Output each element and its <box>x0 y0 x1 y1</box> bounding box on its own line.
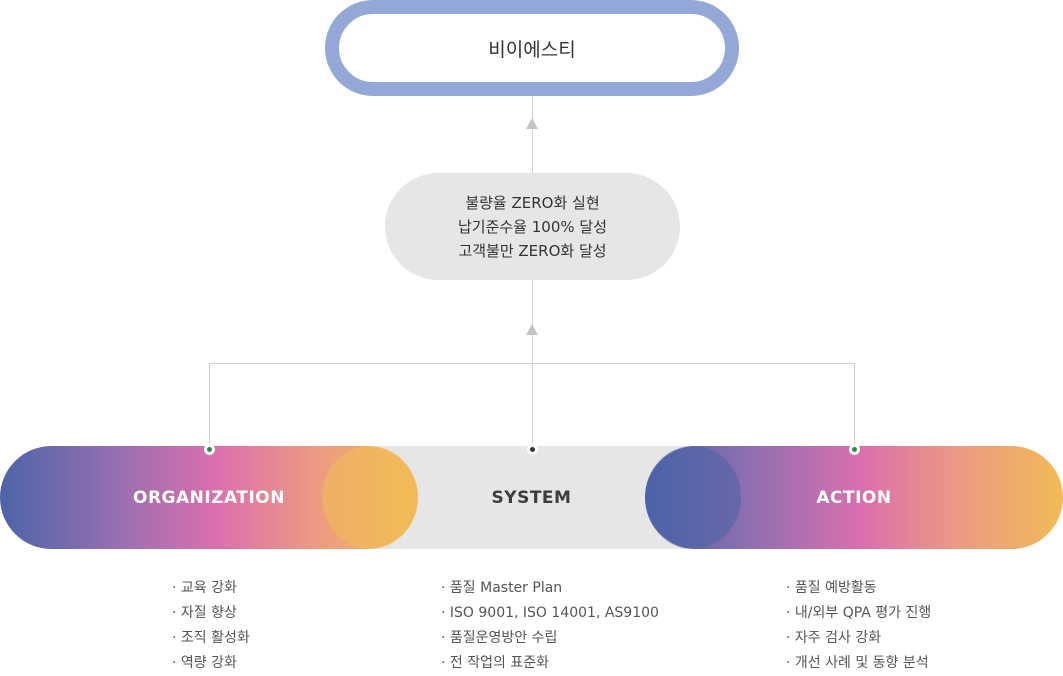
system-list: 품질 Master Plan ISO 9001, ISO 14001, AS91… <box>441 576 659 676</box>
category-label-system: SYSTEM <box>491 487 572 508</box>
organization-overlap <box>322 446 418 549</box>
company-name: 비이에스티 <box>488 38 576 61</box>
action-list: 품질 예방활동 내/외부 QPA 평가 진행 자주 검사 강화 개선 사례 및 … <box>786 576 931 676</box>
organization-list: 교육 강화 자질 향상 조직 활성화 역량 강화 <box>172 576 250 676</box>
list-item: 조직 활성화 <box>172 626 250 651</box>
goals-box: 불량율 ZERO화 실현 납기준수율 100% 달성 고객불만 ZERO화 달성 <box>385 173 680 280</box>
list-item: 교육 강화 <box>172 576 250 601</box>
connector-line-horizontal <box>209 363 855 364</box>
goal-item: 고객불만 ZERO화 달성 <box>458 241 607 260</box>
connector-dot <box>849 444 860 455</box>
arrow-up-icon <box>526 118 538 129</box>
connector-line-left <box>209 363 210 448</box>
action-overlap <box>645 446 741 549</box>
connector-line-top <box>532 96 533 173</box>
connector-dot <box>204 444 215 455</box>
goal-item: 불량율 ZERO화 실현 <box>465 193 600 212</box>
list-item: 자질 향상 <box>172 601 250 626</box>
list-item: 역량 강화 <box>172 651 250 676</box>
list-item: 품질운영방안 수립 <box>441 626 659 651</box>
connector-dot <box>527 444 538 455</box>
list-item: ISO 9001, ISO 14001, AS9100 <box>441 601 659 626</box>
arrow-up-icon <box>526 324 538 335</box>
goal-item: 납기준수율 100% 달성 <box>457 217 608 236</box>
connector-line-middle <box>532 280 533 448</box>
list-item: 개선 사례 및 동향 분석 <box>786 651 931 676</box>
list-item: 품질 Master Plan <box>441 576 659 601</box>
list-item: 전 작업의 표준화 <box>441 651 659 676</box>
category-label-action: ACTION <box>816 487 892 508</box>
category-label-organization: ORGANIZATION <box>133 487 285 508</box>
list-item: 내/외부 QPA 평가 진행 <box>786 601 931 626</box>
connector-line-right <box>854 363 855 448</box>
company-box: 비이에스티 <box>325 0 739 96</box>
list-item: 품질 예방활동 <box>786 576 931 601</box>
list-item: 자주 검사 강화 <box>786 626 931 651</box>
